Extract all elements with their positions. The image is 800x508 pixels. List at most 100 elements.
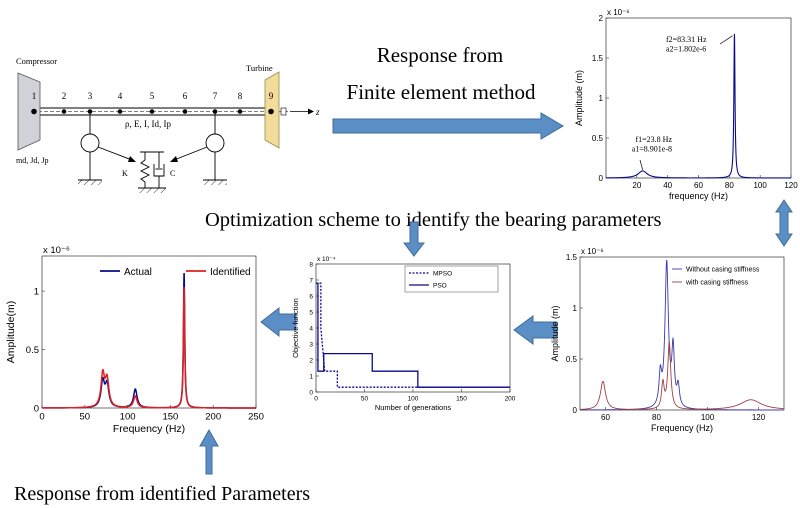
fem-annotation-0-line-1: a1=8.901e-8 — [632, 145, 672, 154]
fem-annotation-pointer-1 — [719, 35, 733, 45]
fem-ytick-label-1: 0.5 — [592, 134, 604, 143]
shaft-properties-label: ρ, E, I, Id, Ip — [125, 119, 171, 129]
objective-xtick-label-0: 0 — [314, 396, 318, 403]
casing-xtick-label-2: 100 — [701, 413, 715, 422]
identified-xtick-label-0: 0 — [39, 412, 44, 423]
identified-ytick-label-0: 0 — [34, 403, 39, 414]
objective-ytick-label-0: 0 — [309, 389, 313, 396]
disk-properties-label: md, Jd, Jp — [16, 156, 48, 165]
identified-ytick-label-1: 0.5 — [26, 345, 39, 356]
casing-xtick-label-1: 80 — [652, 413, 661, 422]
z-axis-label: z — [315, 107, 320, 117]
fem-ytick-label-2: 1 — [599, 94, 604, 103]
casing-ylabel: Amplitude (m) — [550, 305, 560, 361]
objective-xtick-label-1: 50 — [361, 396, 369, 403]
fem-ytick-label-3: 1.5 — [592, 54, 604, 63]
arrow-down-to-objective — [402, 221, 426, 257]
identified-exponent-label: x 10⁻⁶ — [43, 245, 70, 256]
objective-ytick-label-3: 3 — [309, 341, 313, 348]
objective-ytick-label-8: 8 — [309, 261, 313, 268]
casing-series-with-casing-stiffness — [579, 341, 785, 410]
fem-annotation-pointer-0 — [639, 159, 644, 170]
arrow-up-from-caption — [199, 428, 219, 475]
identified-xtick-label-4: 200 — [205, 412, 221, 423]
node-label-3: 3 — [88, 91, 93, 101]
arrow-fem-to-chart — [332, 112, 564, 140]
node-label-2: 2 — [62, 91, 67, 101]
identified-ytick-label-2: 1 — [34, 286, 39, 297]
casing-ytick-label-1: 0.5 — [566, 355, 578, 364]
objective-ylabel: Objective function — [291, 298, 300, 358]
arrow-casing-to-objective — [513, 315, 558, 345]
identified-legend-label-1: Identified — [210, 267, 251, 278]
flow-arrows — [199, 112, 793, 475]
objective-xtick-label-4: 200 — [505, 396, 516, 403]
chart-objective-function: 0 50 100 150 200 0 1 2 3 4 5 6 7 8 x 10⁻⁴ Number of gen… — [291, 256, 516, 412]
casing-xlabel: Frequency (Hz) — [651, 423, 713, 433]
node-3 — [87, 109, 93, 114]
left-connector-line — [97, 146, 133, 161]
casing-plot-area — [579, 256, 785, 411]
fem-ylabel: Amplitude (m) — [574, 70, 584, 126]
spring-k — [139, 159, 151, 183]
node-label-9: 9 — [269, 91, 274, 101]
fem-exponent-label: x 10⁻⁶ — [607, 8, 630, 17]
node-label-1: 1 — [32, 91, 37, 101]
shaft-end-cap — [280, 107, 287, 116]
identified-ylabel: Amplitude(m) — [5, 301, 17, 363]
identified-xtick-label-2: 100 — [120, 412, 136, 423]
identified-legend-label-0: Actual — [124, 267, 152, 278]
fem-series-0 — [605, 33, 791, 179]
node-label-5: 5 — [150, 91, 155, 101]
objective-legend-label-1: PSO — [433, 282, 447, 289]
objective-ytick-label-7: 7 — [309, 277, 313, 284]
fem-xtick-label-4: 100 — [753, 181, 767, 190]
objective-legend-box — [404, 265, 499, 293]
casing-legend-label-1: with casing stiffness — [685, 279, 749, 286]
casing-ytick-label-3: 1.5 — [566, 253, 578, 262]
objective-xtick-label-3: 150 — [456, 396, 467, 403]
fem-caption-line-2: Finite element method — [347, 80, 536, 104]
identified-xtick-label-5: 250 — [248, 412, 264, 423]
identified-series-identified — [42, 286, 256, 409]
identified-xtick-label-3: 150 — [162, 412, 178, 423]
compressor-disk — [17, 72, 41, 151]
objective-ytick-label-1: 1 — [309, 373, 313, 380]
objective-series-pso — [316, 282, 510, 388]
fem-xtick-label-1: 40 — [663, 181, 672, 190]
casing-series-without-casing-stiffness — [580, 259, 784, 411]
casing-xtick-label-3: 120 — [752, 413, 766, 422]
objective-xtick-label-2: 100 — [408, 396, 419, 403]
node-2 — [61, 109, 67, 114]
casing-ytick-label-2: 1 — [573, 304, 578, 313]
spring-label: K — [122, 169, 128, 178]
right-connector-line — [173, 146, 208, 161]
fem-annotation-1-line-1: a2=1.802e-6 — [666, 45, 706, 54]
node-4 — [117, 109, 123, 114]
identified-caption: Response from identified Parameters — [14, 483, 310, 505]
left-connector-arrowhead — [128, 156, 136, 162]
objective-exponent-label: x 10⁻⁴ — [317, 256, 336, 263]
objective-ytick-label-6: 6 — [309, 293, 313, 300]
objective-ytick-label-5: 5 — [309, 309, 313, 316]
fem-ytick-label-0: 0 — [599, 174, 604, 183]
fem-annotation-1-line-0: f2=83.31 Hz — [666, 35, 707, 44]
node-8 — [237, 109, 243, 114]
objective-ytick-label-2: 2 — [309, 357, 313, 364]
fem-xtick-label-2: 60 — [694, 181, 703, 190]
fem-ytick-label-4: 2 — [599, 14, 604, 23]
fem-xtick-label-3: 80 — [725, 181, 734, 190]
optimization-caption: Optimization scheme to identify the bear… — [205, 209, 662, 231]
right-connector-arrowhead — [170, 156, 178, 162]
node-6 — [182, 109, 188, 114]
objective-ytick-label-4: 4 — [309, 325, 313, 332]
z-axis-arrowhead — [308, 108, 314, 115]
left-bearing-support — [78, 112, 102, 185]
objective-legend-label-0: MPSO — [433, 270, 452, 277]
objective-xlabel: Number of generations — [375, 403, 452, 412]
identified-xtick-label-1: 50 — [80, 412, 91, 423]
